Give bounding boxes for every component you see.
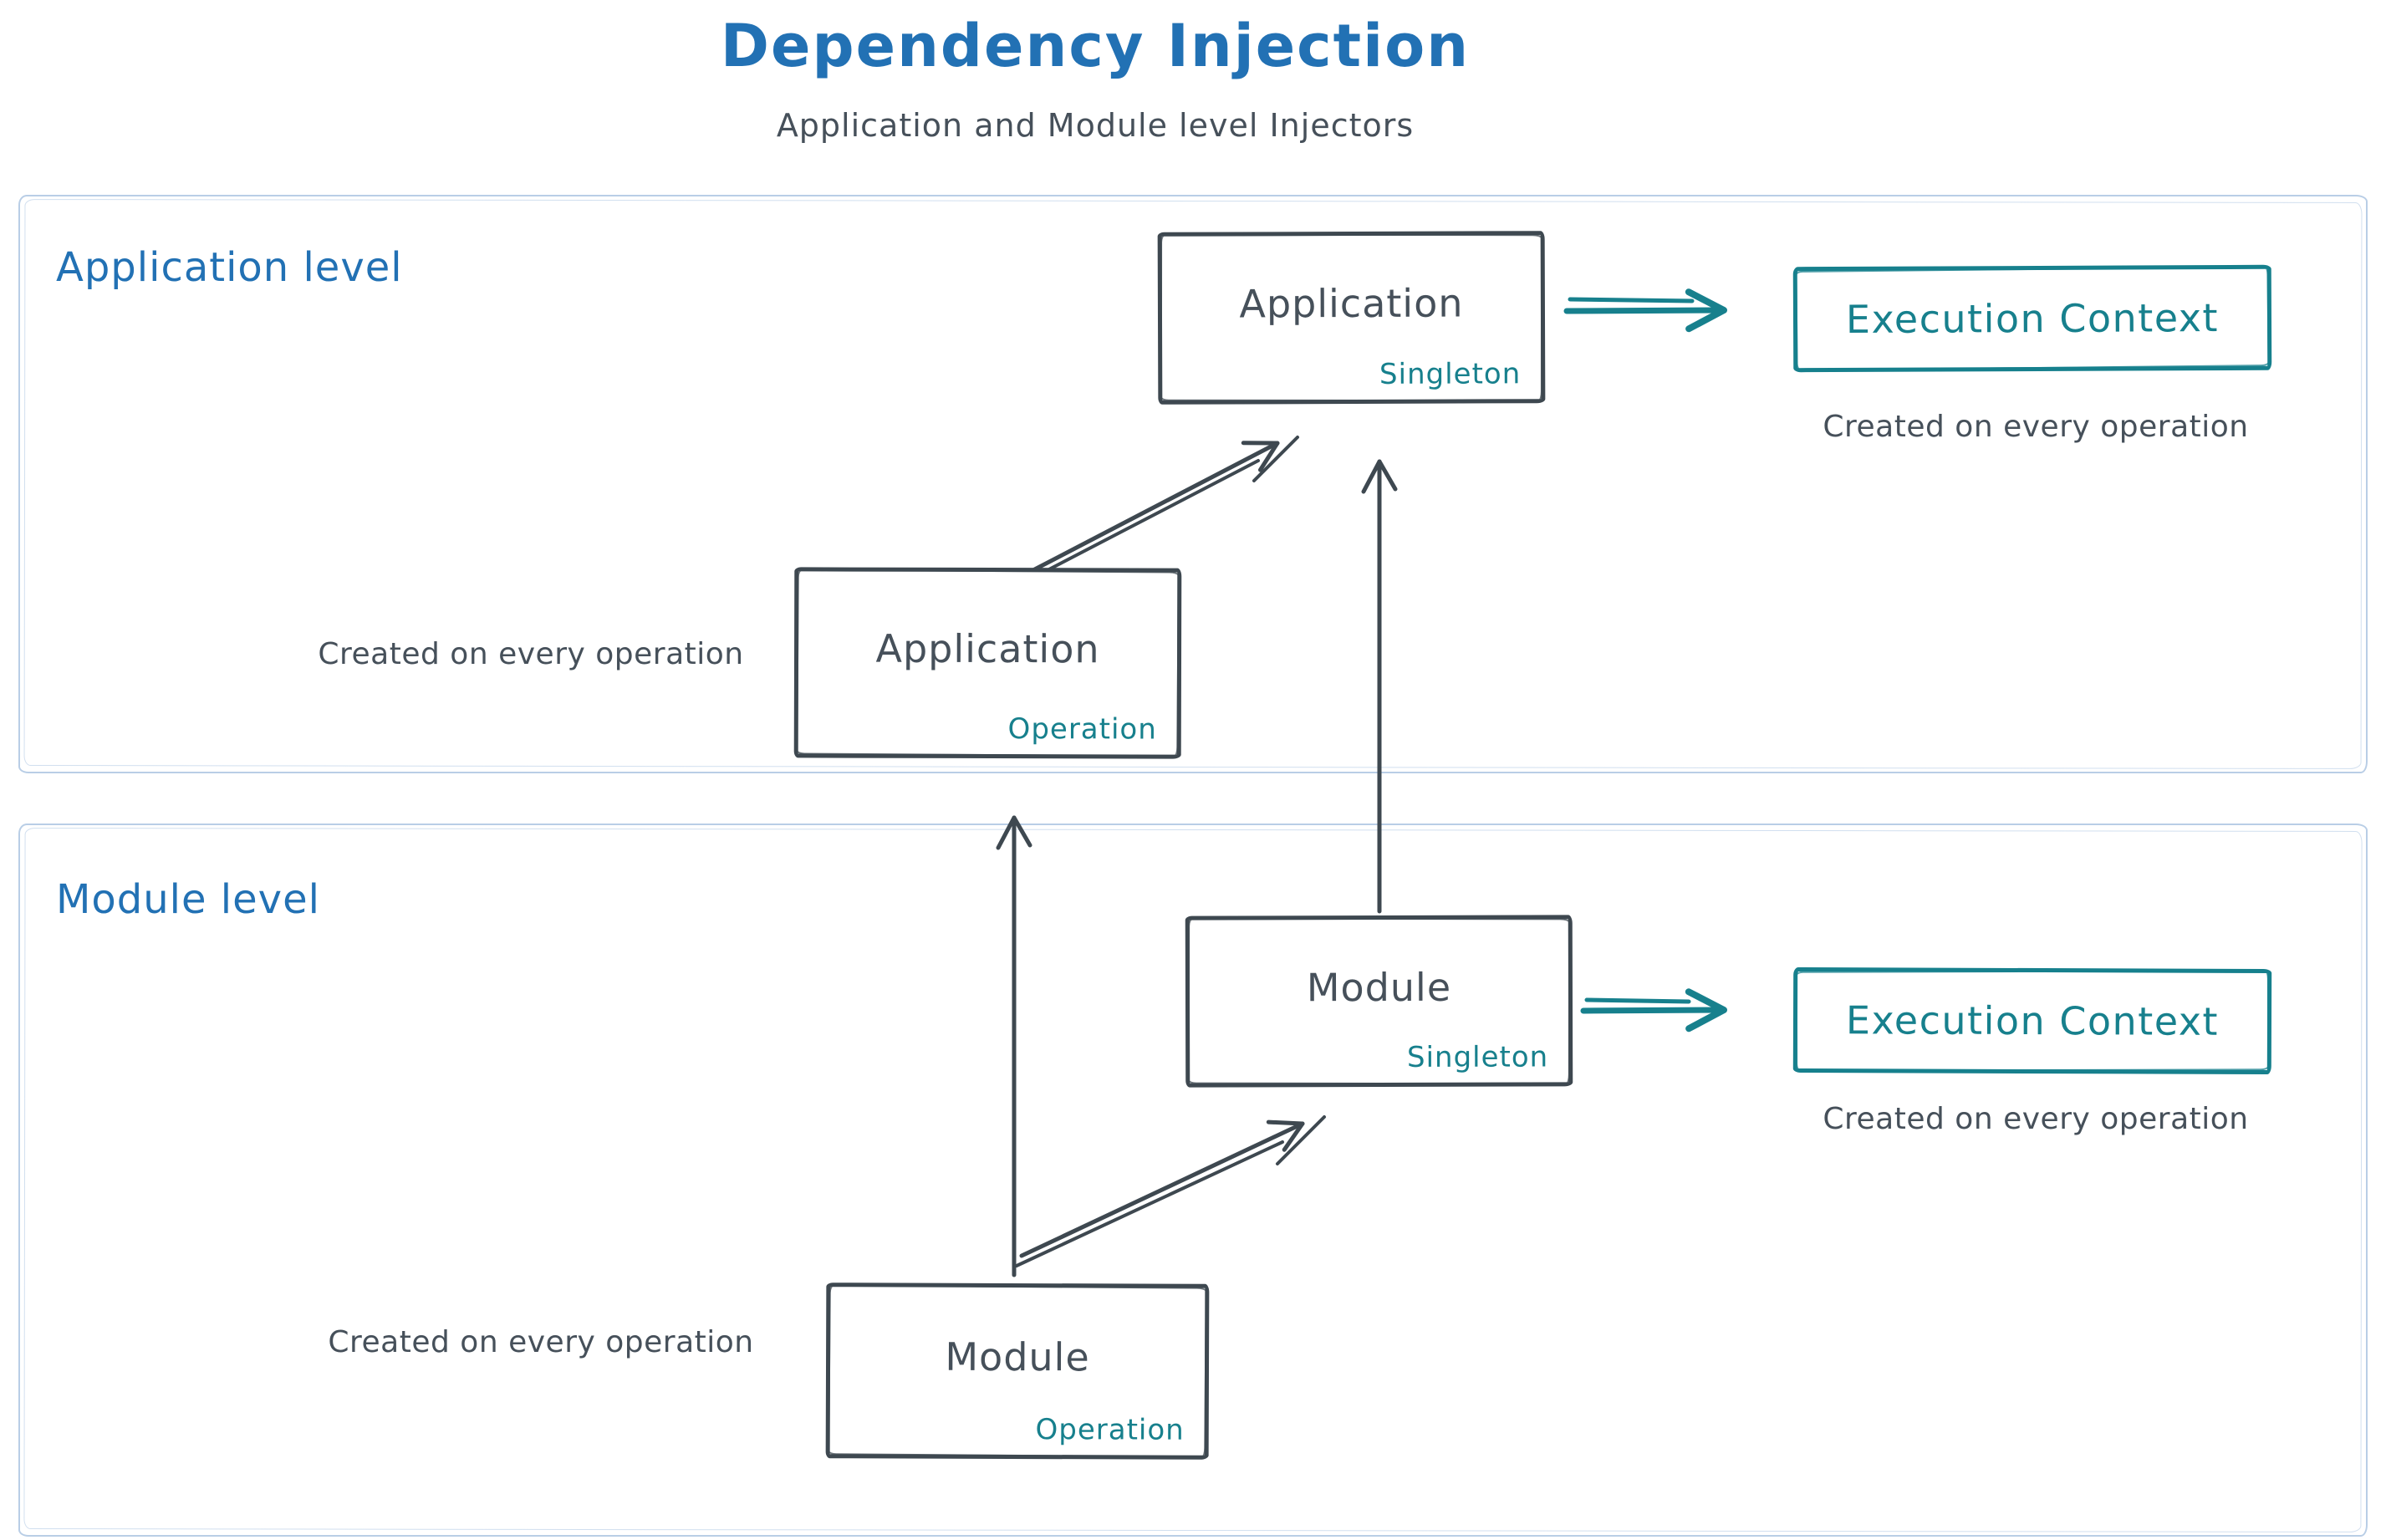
arrow-app-singleton-to-execution-context <box>1563 288 1727 333</box>
app-singleton-tag: Singleton <box>1379 357 1522 391</box>
module-operation-title: Module <box>945 1333 1090 1380</box>
app-operation-box: Application Operation <box>793 567 1182 759</box>
module-operation-tag: Operation <box>1035 1413 1185 1447</box>
module-operation-box: Module Operation <box>825 1282 1210 1460</box>
app-singleton-title: Application <box>1239 280 1464 327</box>
app-singleton-box: Application Singleton <box>1157 231 1546 405</box>
module-singleton-title: Module <box>1306 964 1452 1010</box>
arrow-module-singleton-to-execution-context <box>1580 988 1727 1033</box>
app-operation-title: Application <box>875 625 1100 672</box>
app-execution-context-box: Execution Context <box>1792 264 2272 373</box>
module-execution-context-caption: Created on every operation <box>1823 1102 2249 1136</box>
module-level-container <box>18 824 2368 1537</box>
module-level-label: Module level <box>56 876 320 923</box>
diagram-title: Dependency Injection <box>720 12 1471 80</box>
app-execution-context-label: Execution Context <box>1845 295 2220 342</box>
module-singleton-box: Module Singleton <box>1185 915 1573 1088</box>
module-execution-context-box: Execution Context <box>1792 967 2272 1074</box>
app-operation-caption: Created on every operation <box>318 637 744 671</box>
diagram-subtitle: Application and Module level Injectors <box>776 107 1415 144</box>
module-execution-context-label: Execution Context <box>1845 997 2220 1044</box>
application-level-label: Application level <box>56 244 403 291</box>
module-singleton-tag: Singleton <box>1406 1040 1549 1074</box>
app-execution-context-caption: Created on every operation <box>1823 410 2249 444</box>
module-operation-caption: Created on every operation <box>328 1325 754 1359</box>
arrow-module-operation-to-module-singleton <box>1015 1115 1326 1267</box>
application-level-container <box>18 195 2368 773</box>
app-operation-tag: Operation <box>1007 712 1157 747</box>
